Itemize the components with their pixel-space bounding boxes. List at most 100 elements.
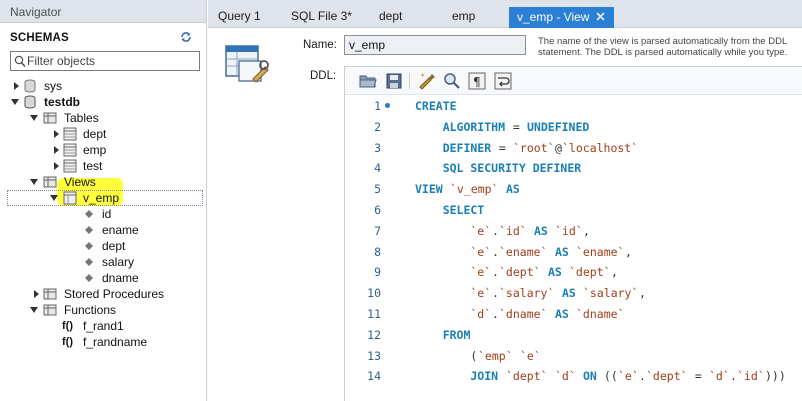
functions-folder-icon [43, 304, 57, 316]
tree-label-functions: Functions [64, 303, 117, 317]
tree-item-table-dept[interactable]: dept [10, 126, 200, 142]
code-token: AS [562, 286, 576, 301]
close-icon[interactable] [595, 11, 606, 22]
views-folder-icon [43, 176, 57, 188]
code-line[interactable]: 14 JOIN `dept` `d` ON ((`e`.`dept` = `d`… [345, 366, 802, 387]
chevron-down-icon[interactable] [50, 194, 58, 202]
tree-item-views[interactable]: Views [10, 174, 200, 190]
tab-emp[interactable]: emp [452, 6, 475, 28]
tab-v-emp-view[interactable]: v_emp - View [509, 7, 615, 28]
code-line[interactable]: 10 `e`.`salary` AS `salary`, [345, 283, 802, 304]
beautify-icon[interactable] [418, 72, 436, 90]
code-token: = [688, 369, 709, 384]
find-icon[interactable] [443, 72, 461, 90]
code-line[interactable]: 4 SQL SECURITY DEFINER [345, 158, 802, 179]
tab-label: SQL File 3* [291, 9, 352, 23]
schemas-header: SCHEMAS [10, 30, 192, 46]
code-token: `e` [415, 223, 492, 238]
tree-label-column: ename [102, 223, 139, 237]
tree-item-view-v-emp[interactable]: v_emp [10, 190, 200, 206]
code-line[interactable]: 6 SELECT [345, 200, 802, 221]
chevron-right-icon[interactable] [12, 82, 20, 90]
chevron-down-icon[interactable] [30, 114, 38, 122]
tree-item-column[interactable]: dname [10, 270, 200, 286]
code-line[interactable]: 9 `e`.`dept` AS `dept`, [345, 262, 802, 283]
tree-item-functions[interactable]: Functions [10, 302, 200, 318]
tree-label-f-rand1: f_rand1 [83, 319, 124, 333]
code-token [527, 224, 534, 238]
line-number: 6 [374, 203, 381, 217]
code-token: `e` [618, 369, 639, 384]
code-line[interactable]: 3 DEFINER = `root`@`localhost` [345, 138, 802, 159]
code-token: . [492, 307, 499, 321]
filter-objects-field[interactable] [10, 51, 200, 71]
tab-dept[interactable]: dept [379, 6, 402, 28]
tree-item-column[interactable]: dept [10, 238, 200, 254]
code-line[interactable]: 13 (`emp` `e` [345, 346, 802, 367]
tree-item-testdb[interactable]: testdb [10, 94, 200, 110]
tree-label-emp: emp [83, 143, 107, 157]
code-token: `ename` [499, 244, 548, 259]
code-line[interactable]: 7 `e`.`id` AS `id`, [345, 221, 802, 242]
tree-item-stored-procedures[interactable]: Stored Procedures [10, 286, 200, 302]
refresh-icon[interactable] [180, 31, 192, 43]
chevron-right-icon[interactable] [52, 162, 60, 170]
tree-item-function-f-rand1[interactable]: f() f_rand1 [10, 318, 200, 334]
code-token [562, 265, 569, 279]
code-line[interactable]: 8 `e`.`ename` AS `ename`, [345, 242, 802, 263]
code-token: `id` [555, 223, 583, 238]
code-token: = [492, 140, 513, 155]
code-line[interactable]: 12 FROM [345, 325, 802, 346]
code-token: `root` [513, 140, 555, 155]
chevron-right-icon[interactable] [32, 290, 40, 298]
view-editor-icon [225, 45, 269, 83]
code-line[interactable]: 2 ALGORITHM = UNDEFINED [345, 117, 802, 138]
tree-item-table-emp[interactable]: emp [10, 142, 200, 158]
schemas-label: SCHEMAS [10, 32, 69, 44]
line-number: 13 [367, 348, 381, 363]
code-token: `emp` [478, 348, 513, 363]
code-token: . [492, 223, 499, 238]
code-token: AS [555, 307, 569, 321]
tree-item-table-test[interactable]: test [10, 158, 200, 174]
tree-item-column[interactable]: ename [10, 222, 200, 238]
tree-item-function-f-randname[interactable]: f() f_randname [10, 334, 200, 350]
tree-label-column: dname [102, 271, 139, 285]
line-number: 1 [374, 99, 381, 113]
code-token: , [625, 244, 632, 259]
line-number: 7 [374, 223, 381, 238]
tree-item-sys[interactable]: sys [10, 78, 200, 94]
code-token: `e` [415, 286, 492, 301]
filter-objects-input[interactable] [27, 53, 197, 69]
chevron-right-icon[interactable] [52, 146, 60, 154]
code-token: AS [548, 265, 562, 280]
chevron-down-icon[interactable] [30, 306, 38, 314]
code-token: = [506, 119, 527, 134]
database-icon [24, 79, 36, 93]
code-token: DEFINER [415, 140, 492, 155]
chevron-down-icon[interactable] [11, 98, 19, 106]
view-name-field[interactable] [344, 35, 526, 55]
tree-item-column[interactable]: id [10, 206, 200, 222]
tree-item-tables[interactable]: Tables [10, 110, 200, 126]
save-icon[interactable] [385, 72, 403, 90]
tab-query-1[interactable]: Query 1 [218, 6, 261, 28]
chevron-right-icon[interactable] [52, 130, 60, 138]
tree-label-dept: dept [83, 127, 107, 141]
tab-sql-file-3[interactable]: SQL File 3* [291, 6, 352, 28]
code-token: (( [597, 369, 618, 384]
wrap-lines-icon[interactable] [494, 72, 512, 90]
code-line[interactable]: 11 `d`.`dname` AS `dname` [345, 304, 802, 325]
ddl-toolbar: ¶ [345, 67, 802, 95]
invisible-chars-icon[interactable]: ¶ [468, 72, 486, 90]
code-token: , [611, 265, 618, 280]
code-token [576, 369, 583, 383]
chevron-down-icon[interactable] [30, 178, 38, 186]
tree-label-column: dept [102, 239, 126, 253]
open-file-icon[interactable] [359, 72, 377, 90]
table-icon [63, 143, 77, 157]
tree-item-column[interactable]: salary [10, 254, 200, 270]
